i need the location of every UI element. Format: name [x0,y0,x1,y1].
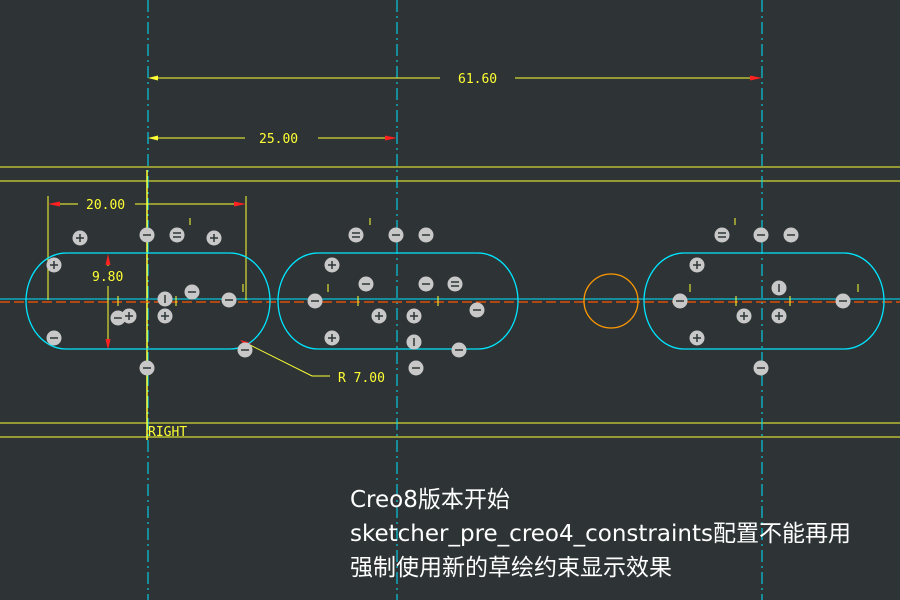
constraint-symbol-icon[interactable] [771,280,787,296]
constraint-symbol-icon[interactable] [237,342,253,358]
dimension-r-7-00-text: R 7.00 [338,371,385,386]
constraint-symbol-icon[interactable] [206,230,222,246]
slot-middle [277,252,519,350]
constraint-symbol-icon[interactable] [672,293,688,309]
dimension-20-00-text: 20.00 [86,198,125,213]
dimension-r-7-00[interactable]: R 7.00 [240,340,385,386]
caption: Creo8版本开始 sketcher_pre_creo4_constraints… [350,483,895,585]
constraint-symbol-icon[interactable] [324,257,340,273]
constraint-symbol-icon[interactable] [783,227,799,243]
dimension-9-80-text: 9.80 [92,270,123,285]
horizontal-references [0,166,900,438]
constraint-symbol-icon[interactable] [753,227,769,243]
constraint-symbol-icon[interactable] [736,308,752,324]
constraint-symbol-icon[interactable] [139,227,155,243]
constraint-symbol-icon[interactable] [406,308,422,324]
constraint-symbol-icon[interactable] [184,284,200,300]
constraint-symbol-icon[interactable] [771,308,787,324]
dimension-61-60-text: 61.60 [458,72,497,87]
constraint-symbol-icon[interactable] [121,308,137,324]
tick-marks [117,218,859,306]
caption-line-1: Creo8版本开始 [350,487,510,513]
vertical-centerlines[interactable] [147,0,763,600]
constraint-symbol-icon[interactable] [371,308,387,324]
caption-line-2: sketcher_pre_creo4_constraints配置不能再用 [350,521,851,547]
constraint-symbol-icon[interactable] [307,293,323,309]
dimension-25-00-text: 25.00 [259,132,298,147]
constraint-symbol-icon[interactable] [753,360,769,376]
slot-geometry[interactable] [25,252,885,350]
constraint-symbol-icon[interactable] [835,293,851,309]
constraint-symbol-icon[interactable] [358,276,374,292]
constraint-symbol-icon[interactable] [324,330,340,346]
constraint-symbol-icon[interactable] [447,276,463,292]
constraint-symbol-icon[interactable] [418,227,434,243]
constraint-symbol-icon[interactable] [157,308,173,324]
constraint-symbol-icon[interactable] [46,257,62,273]
caption-line-3: 强制使用新的草绘约束显示效果 [350,555,672,581]
constraint-symbol-icon[interactable] [388,227,404,243]
dimension-20-00[interactable]: 20.00 [47,196,247,300]
constraint-icons[interactable] [46,227,851,376]
constraint-symbol-icon[interactable] [469,302,485,318]
dimension-25-00[interactable]: 25.00 [148,132,397,147]
center-circle[interactable] [583,273,639,329]
slot-left [25,252,271,350]
slot-right [643,252,885,350]
constraint-symbol-icon[interactable] [714,227,730,243]
constraint-symbol-icon[interactable] [139,360,155,376]
constraint-symbol-icon[interactable] [406,334,422,350]
constraint-symbol-icon[interactable] [221,292,237,308]
constraint-symbol-icon[interactable] [169,227,185,243]
right-plane-label[interactable]: RIGHT [148,425,187,440]
constraint-symbol-icon[interactable] [46,330,62,346]
constraint-symbol-icon[interactable] [348,227,364,243]
constraint-symbol-icon[interactable] [451,342,467,358]
constraint-symbol-icon[interactable] [72,230,88,246]
constraint-symbol-icon[interactable] [418,276,434,292]
constraint-symbol-icon[interactable] [408,360,424,376]
constraint-symbol-icon[interactable] [689,257,705,273]
constraint-symbol-icon[interactable] [157,291,173,307]
horizontal-centerline[interactable] [0,298,900,303]
constraint-symbol-icon[interactable] [689,330,705,346]
dimension-9-80[interactable]: 9.80 [92,254,123,350]
dimension-61-60[interactable]: 61.60 [148,72,762,87]
